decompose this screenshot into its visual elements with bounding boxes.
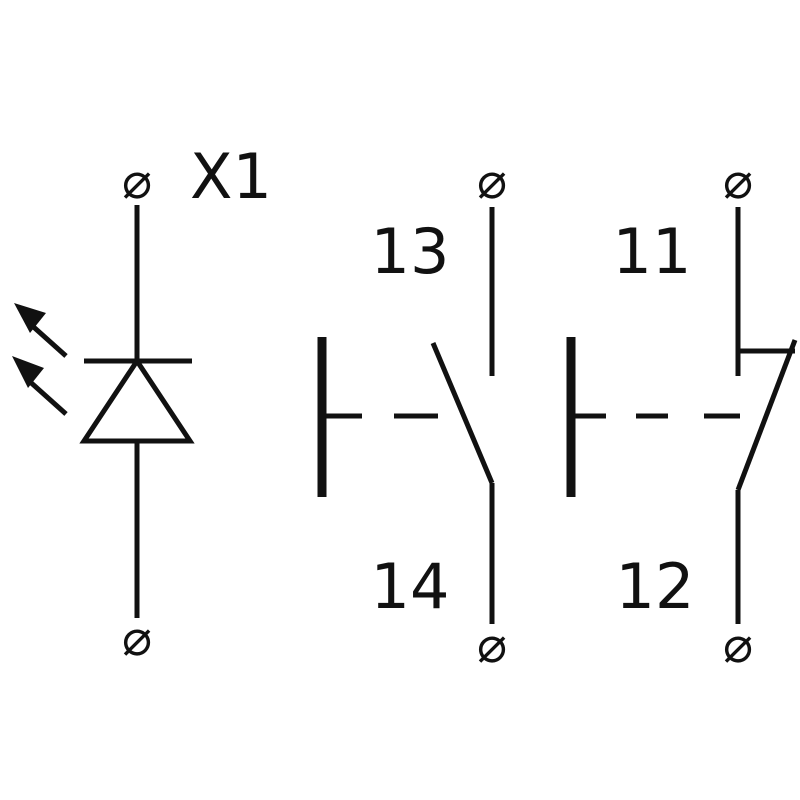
nc-contact-bottom-terminal-symbol: ⌀ <box>723 616 753 674</box>
led-indicator: ⌀ X1 ⌀ <box>12 140 272 667</box>
nc-contact-top-terminal-symbol: ⌀ <box>723 152 753 210</box>
no-contact-blade <box>430 342 495 484</box>
terminal-label-14: 14 <box>371 550 450 623</box>
led-bottom-terminal: ⌀ <box>122 609 152 667</box>
normally-closed-contact: ⌀ 11 12 ⌀ <box>566 152 798 674</box>
no-contact-bottom-terminal-symbol: ⌀ <box>477 616 507 674</box>
terminal-label-11: 11 <box>613 215 692 288</box>
normally-open-contact: ⌀ 13 14 ⌀ <box>317 152 507 674</box>
led-diode-triangle <box>79 356 195 444</box>
terminal-label-13: 13 <box>371 215 450 288</box>
light-emission-arrows-icon <box>12 303 68 416</box>
led-top-terminal: ⌀ <box>122 152 152 210</box>
led-label-x1: X1 <box>190 140 272 213</box>
nc-contact-blade <box>735 339 798 491</box>
terminal-label-12: 12 <box>616 550 695 623</box>
no-contact-top-terminal-symbol: ⌀ <box>477 152 507 210</box>
